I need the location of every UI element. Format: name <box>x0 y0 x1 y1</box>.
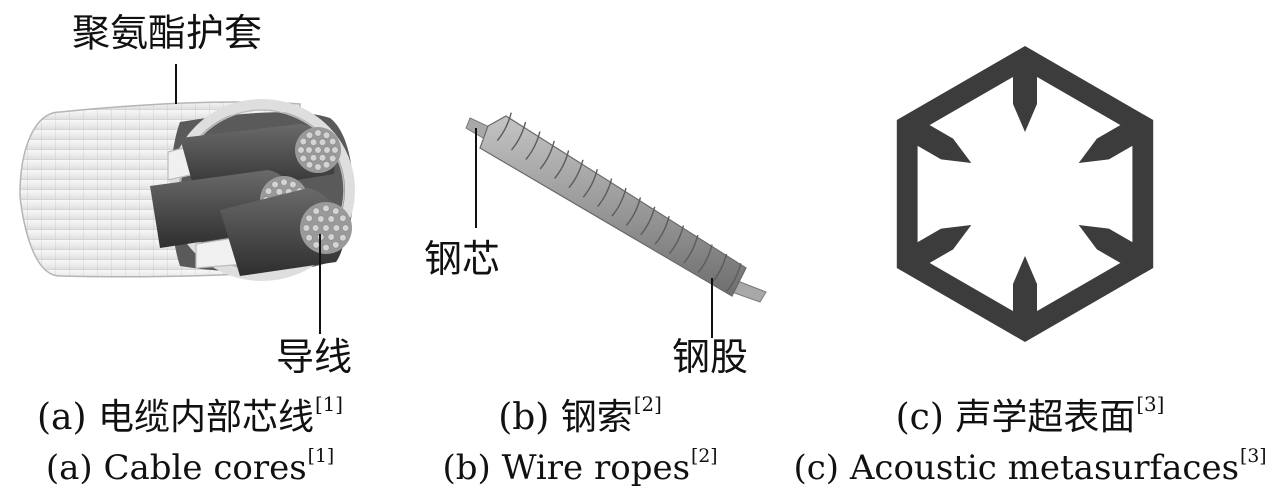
filament-dot <box>305 214 313 223</box>
conductor-filaments <box>295 127 341 173</box>
filament-dot <box>316 215 325 223</box>
rope-body <box>479 115 747 297</box>
rope-strand-line <box>683 234 699 264</box>
rope-strand-line <box>554 150 570 179</box>
core-label: 钢芯 <box>424 237 501 281</box>
filament-dot <box>322 131 331 140</box>
conductor-filaments <box>300 202 352 254</box>
filament-dot <box>309 138 318 147</box>
panel-metasurface: (c) 声学超表面[3] (c) Acoustic metasurfaces[3… <box>790 0 1276 496</box>
rope-strands <box>496 112 742 292</box>
filament-dot <box>264 187 273 195</box>
metasurface-blade <box>1013 256 1037 320</box>
rope-strand-line <box>496 112 512 142</box>
filament-dot <box>314 163 322 171</box>
filament-dot <box>341 224 350 232</box>
filament-dot <box>331 207 340 215</box>
cable-illustration <box>19 64 355 334</box>
filament-dot <box>305 131 314 140</box>
filament-dot <box>323 146 331 154</box>
rope-strand-line <box>625 197 642 226</box>
caption-cable-cn: (a) 电缆内部芯线[1] <box>36 393 344 438</box>
rope-strand-line <box>726 263 742 292</box>
rope-illustration <box>465 112 767 338</box>
filament-dot <box>322 224 330 232</box>
filament-dot <box>305 234 313 242</box>
hexagonal-unit-cell <box>896 46 1154 342</box>
panel-rope: 钢芯 钢股 (b) 钢索[2] (b) Wire ropes[2] <box>410 0 810 496</box>
filament-dot <box>289 180 297 189</box>
filament-dot <box>318 138 327 147</box>
filament-dot <box>339 214 347 223</box>
caption-meta-cn: (c) 声学超表面[3] <box>895 393 1165 438</box>
rope-strand-line <box>510 121 527 151</box>
panel-cable: 聚氨酯护套 导线 (a) 电缆内部芯线[1] (a) Cable cores[1… <box>0 0 420 496</box>
metasurface-blade <box>909 225 972 268</box>
filament-dot <box>328 154 337 163</box>
filament-dot <box>331 241 340 249</box>
filament-dot <box>297 146 305 154</box>
conductor-label: 导线 <box>276 335 353 379</box>
filament-dot <box>331 146 339 154</box>
filament-dot <box>312 241 321 249</box>
filament-dot <box>280 178 288 187</box>
filament-dot <box>302 224 311 232</box>
metasurface-blade <box>1078 225 1141 268</box>
metasurface-blade <box>1013 68 1037 132</box>
caption-rope-en: (b) Wire ropes[2] <box>442 446 718 488</box>
caption-cable-en: (a) Cable cores[1] <box>45 446 335 488</box>
filament-dot <box>299 137 308 146</box>
filament-dot <box>322 243 330 252</box>
filament-dot <box>314 146 322 154</box>
filament-dot <box>275 188 284 196</box>
filament-dot <box>305 146 313 154</box>
filament-dot <box>271 180 279 189</box>
rope-strand-line <box>611 187 627 217</box>
filament-dot <box>312 207 321 215</box>
filament-dot <box>327 215 336 223</box>
rope-strand-line <box>668 225 685 255</box>
rope-strand-line <box>525 131 541 160</box>
metasurface-blade <box>909 120 972 163</box>
rope-strand-line <box>640 206 656 236</box>
sheath-label: 聚氨酯护套 <box>72 11 263 55</box>
rope-strand-line <box>711 253 728 283</box>
filament-dot <box>299 154 308 163</box>
rope-strand-line <box>654 216 670 245</box>
filament-dot <box>322 204 330 213</box>
strand-label: 钢股 <box>672 335 749 379</box>
rope-strand-line <box>582 169 598 198</box>
filament-dot <box>339 234 347 242</box>
filament-dot <box>318 154 327 162</box>
metasurface-blade <box>1078 120 1141 163</box>
filament-dot <box>309 154 318 162</box>
rope-strand-line <box>597 178 613 208</box>
filament-dot <box>332 224 341 232</box>
rope-strand-line <box>539 140 555 170</box>
filament-dot <box>328 137 337 146</box>
filament-dot <box>311 224 320 232</box>
rope-strand-line <box>568 159 584 189</box>
caption-meta-en: (c) Acoustic metasurfaces[3] <box>793 446 1267 488</box>
filament-dot <box>305 160 314 169</box>
filament-dot <box>327 233 336 241</box>
rope-strand-line <box>697 244 713 273</box>
filament-dot <box>314 129 322 137</box>
caption-rope-cn: (b) 钢索[2] <box>498 393 662 438</box>
filament-dot <box>322 160 331 169</box>
metasurface-illustration <box>896 46 1154 342</box>
